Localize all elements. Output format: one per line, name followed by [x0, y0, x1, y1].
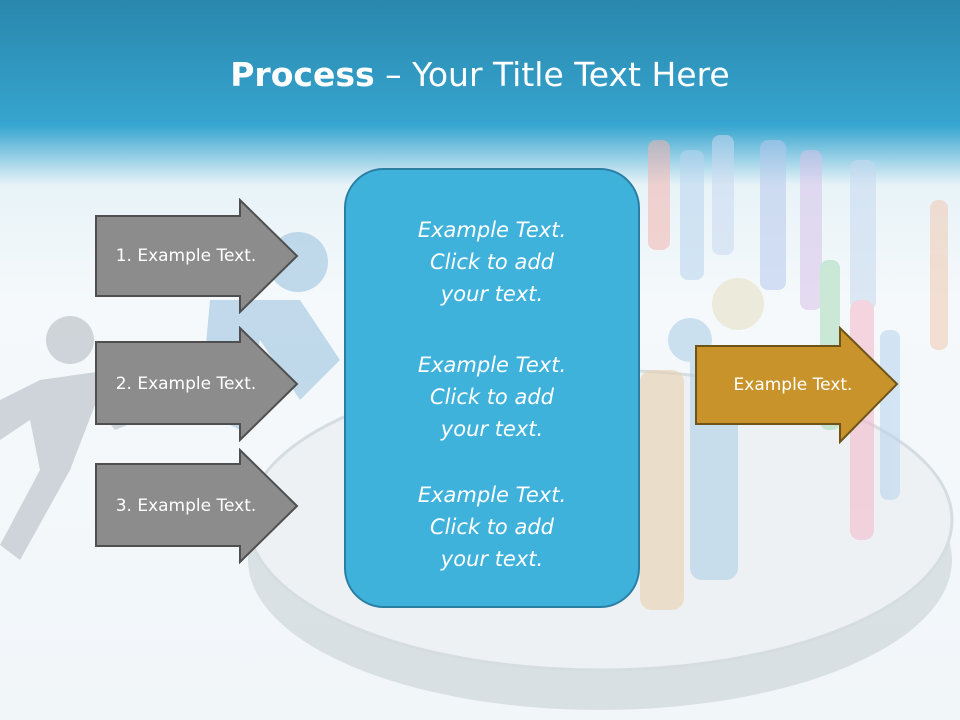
- center-text-block-2: Example Text. Click to add your text.: [346, 349, 638, 445]
- process-center-box: Example Text. Click to add your text. Ex…: [344, 168, 640, 608]
- title-rest-part: – Your Title Text Here: [374, 55, 730, 94]
- text-line: your text.: [440, 282, 544, 306]
- center-text-block-1: Example Text. Click to add your text.: [346, 214, 638, 310]
- input-arrow-label: 1. Example Text.: [115, 246, 257, 266]
- output-arrow: Example Text.: [694, 326, 900, 444]
- arrow-shape: [95, 198, 299, 314]
- title-bold-part: Process: [230, 55, 375, 94]
- text-line: Click to add: [429, 385, 554, 409]
- text-line: your text.: [440, 547, 544, 571]
- input-arrow-3: 3. Example Text.: [94, 448, 300, 564]
- center-text-block-3: Example Text. Click to add your text.: [346, 479, 638, 575]
- arrow-shape: [695, 326, 899, 444]
- input-arrow-1: 1. Example Text.: [94, 198, 300, 314]
- slide-title: Process – Your Title Text Here: [0, 52, 960, 98]
- input-arrow-label: 3. Example Text.: [115, 496, 257, 516]
- text-line: Example Text.: [417, 218, 567, 242]
- text-line: Example Text.: [417, 353, 567, 377]
- text-line: Click to add: [429, 250, 554, 274]
- text-line: Example Text.: [417, 483, 567, 507]
- text-line: your text.: [440, 417, 544, 441]
- arrow-shape: [95, 326, 299, 442]
- input-arrow-2: 2. Example Text.: [94, 326, 300, 442]
- output-arrow-label: Example Text.: [733, 375, 853, 395]
- arrow-shape: [95, 448, 299, 564]
- input-arrow-label: 2. Example Text.: [115, 374, 257, 394]
- text-line: Click to add: [429, 515, 554, 539]
